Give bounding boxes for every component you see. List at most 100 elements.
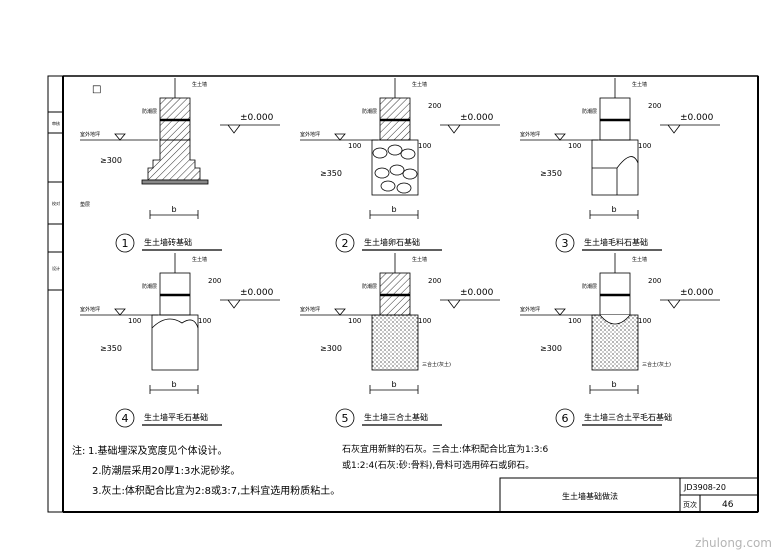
flat-stone [151, 318, 199, 329]
detail-title: 生土墙三合土基础 [364, 412, 428, 422]
detail-number-circle [555, 408, 575, 428]
elevation-mark [447, 124, 461, 134]
ground-mark [114, 308, 126, 316]
brick-footing [147, 139, 201, 181]
dim-offset: 100 [348, 317, 361, 325]
detail-number-circle [335, 408, 355, 428]
dim-height: 200 [208, 277, 221, 285]
outdoor-ground-label: 室外地坪 [80, 131, 100, 138]
note-item: 2.防潮层采用20厚1:3水泥砂浆。 [92, 464, 240, 477]
dim-offset: 100 [348, 142, 361, 150]
elevation-label: ±0.000 [680, 113, 714, 123]
outdoor-ground-label: 室外地坪 [520, 131, 540, 138]
dim-width: b [611, 380, 616, 389]
page-label: 页次 [683, 500, 697, 509]
dim-depth: ≥300 [100, 156, 122, 165]
foundation-block [151, 314, 199, 371]
dim-height: 200 [428, 102, 441, 110]
dim-depth: ≥300 [540, 344, 562, 353]
ground-mark [334, 308, 346, 316]
earth-wall-label: 生土墙 [192, 256, 207, 263]
sanhetu-label: 三合土(灰土) [422, 361, 451, 368]
foundation-block [371, 314, 419, 371]
notes: 注: 1.基础埋深及宽度见个体设计。 2.防潮层采用20厚1:3水泥砂浆。 3.… [72, 443, 549, 497]
dim-offset: 100 [638, 142, 651, 150]
detail-title: 生土墙三合土平毛石基础 [584, 412, 672, 422]
pebble [372, 147, 388, 159]
sanhetu-label: 三合土(灰土) [642, 361, 671, 368]
notes-prefix: 注: [72, 444, 85, 457]
detail-number-circle [115, 233, 135, 253]
pebble [387, 144, 403, 156]
damp-proof-label: 防潮层 [142, 283, 157, 290]
dim-offset: 100 [568, 317, 581, 325]
elevation-mark [667, 124, 681, 134]
detail-number-circle [115, 408, 135, 428]
earth-wall-label: 生土墙 [192, 81, 207, 88]
pebble [400, 148, 416, 160]
detail-number: 4 [122, 412, 129, 425]
ground-mark [114, 133, 126, 141]
foundation-block [371, 139, 419, 196]
page-number: 46 [722, 500, 734, 510]
earth-wall-label: 生土墙 [412, 256, 427, 263]
outdoor-ground-label: 室外地坪 [300, 131, 320, 138]
outdoor-ground-label: 室外地坪 [300, 306, 320, 313]
note-continuation: 或1:2:4(石灰:砂:骨料),骨料可选用碎石或卵石。 [342, 459, 534, 471]
earth-wall-label: 生土墙 [632, 256, 647, 263]
outdoor-ground-label: 室外地坪 [520, 306, 540, 313]
side-strip-label: 校对 [52, 200, 60, 206]
damp-proof-label: 防潮层 [582, 283, 597, 290]
ground-mark [554, 133, 566, 141]
dim-depth: ≥350 [320, 169, 342, 178]
dim-width: b [391, 205, 396, 214]
cushion-layer [141, 179, 209, 185]
detail-number: 1 [122, 237, 129, 250]
dim-height: 200 [428, 277, 441, 285]
dim-offset: 100 [198, 317, 211, 325]
damp-proof-label: 防潮层 [362, 108, 377, 115]
dim-offset: 100 [128, 317, 141, 325]
detail-title: 生土墙毛料石基础 [584, 237, 648, 247]
detail-number: 6 [562, 412, 569, 425]
side-strip-label: 审核 [52, 120, 60, 126]
damp-proof-label: 防潮层 [582, 108, 597, 115]
dim-width: b [171, 205, 176, 214]
detail-number-circle [555, 233, 575, 253]
atlas-number: JD3908-20 [683, 483, 726, 492]
note-item: 3.灰土:体积配合比宜为2:8或3:7,土料宜选用粉质粘土。 [92, 484, 340, 497]
dim-offset: 100 [418, 142, 431, 150]
dim-depth: ≥300 [320, 344, 342, 353]
flat-stone [599, 314, 631, 325]
note-item: 1.基础埋深及宽度见个体设计。 [88, 444, 228, 457]
elevation-mark [227, 299, 241, 309]
pebble [402, 168, 418, 180]
detail-number: 2 [342, 237, 349, 250]
elevation-label: ±0.000 [680, 288, 714, 298]
detail-title: 生土墙平毛石基础 [144, 412, 208, 422]
dim-width: b [171, 380, 176, 389]
note-continuation: 石灰宜用新鲜的石灰。三合土:体积配合比宜为1:3:6 [342, 443, 549, 455]
ground-mark [334, 133, 346, 141]
detail-number: 3 [562, 237, 569, 250]
pebble [389, 164, 405, 176]
detail-number-circle [335, 233, 355, 253]
rubble-stone [592, 156, 639, 195]
outdoor-ground-label: 室外地坪 [80, 306, 100, 313]
dim-depth: ≥350 [540, 169, 562, 178]
foundation-block [591, 139, 639, 196]
ground-mark [554, 308, 566, 316]
cushion-label: 垫层 [80, 201, 90, 208]
dim-depth: ≥350 [100, 344, 122, 353]
pebble [380, 180, 396, 192]
pebble [396, 182, 412, 194]
detail-title: 生土墙砖基础 [144, 237, 192, 247]
elevation-label: ±0.000 [240, 113, 274, 123]
elevation-label: ±0.000 [460, 288, 494, 298]
